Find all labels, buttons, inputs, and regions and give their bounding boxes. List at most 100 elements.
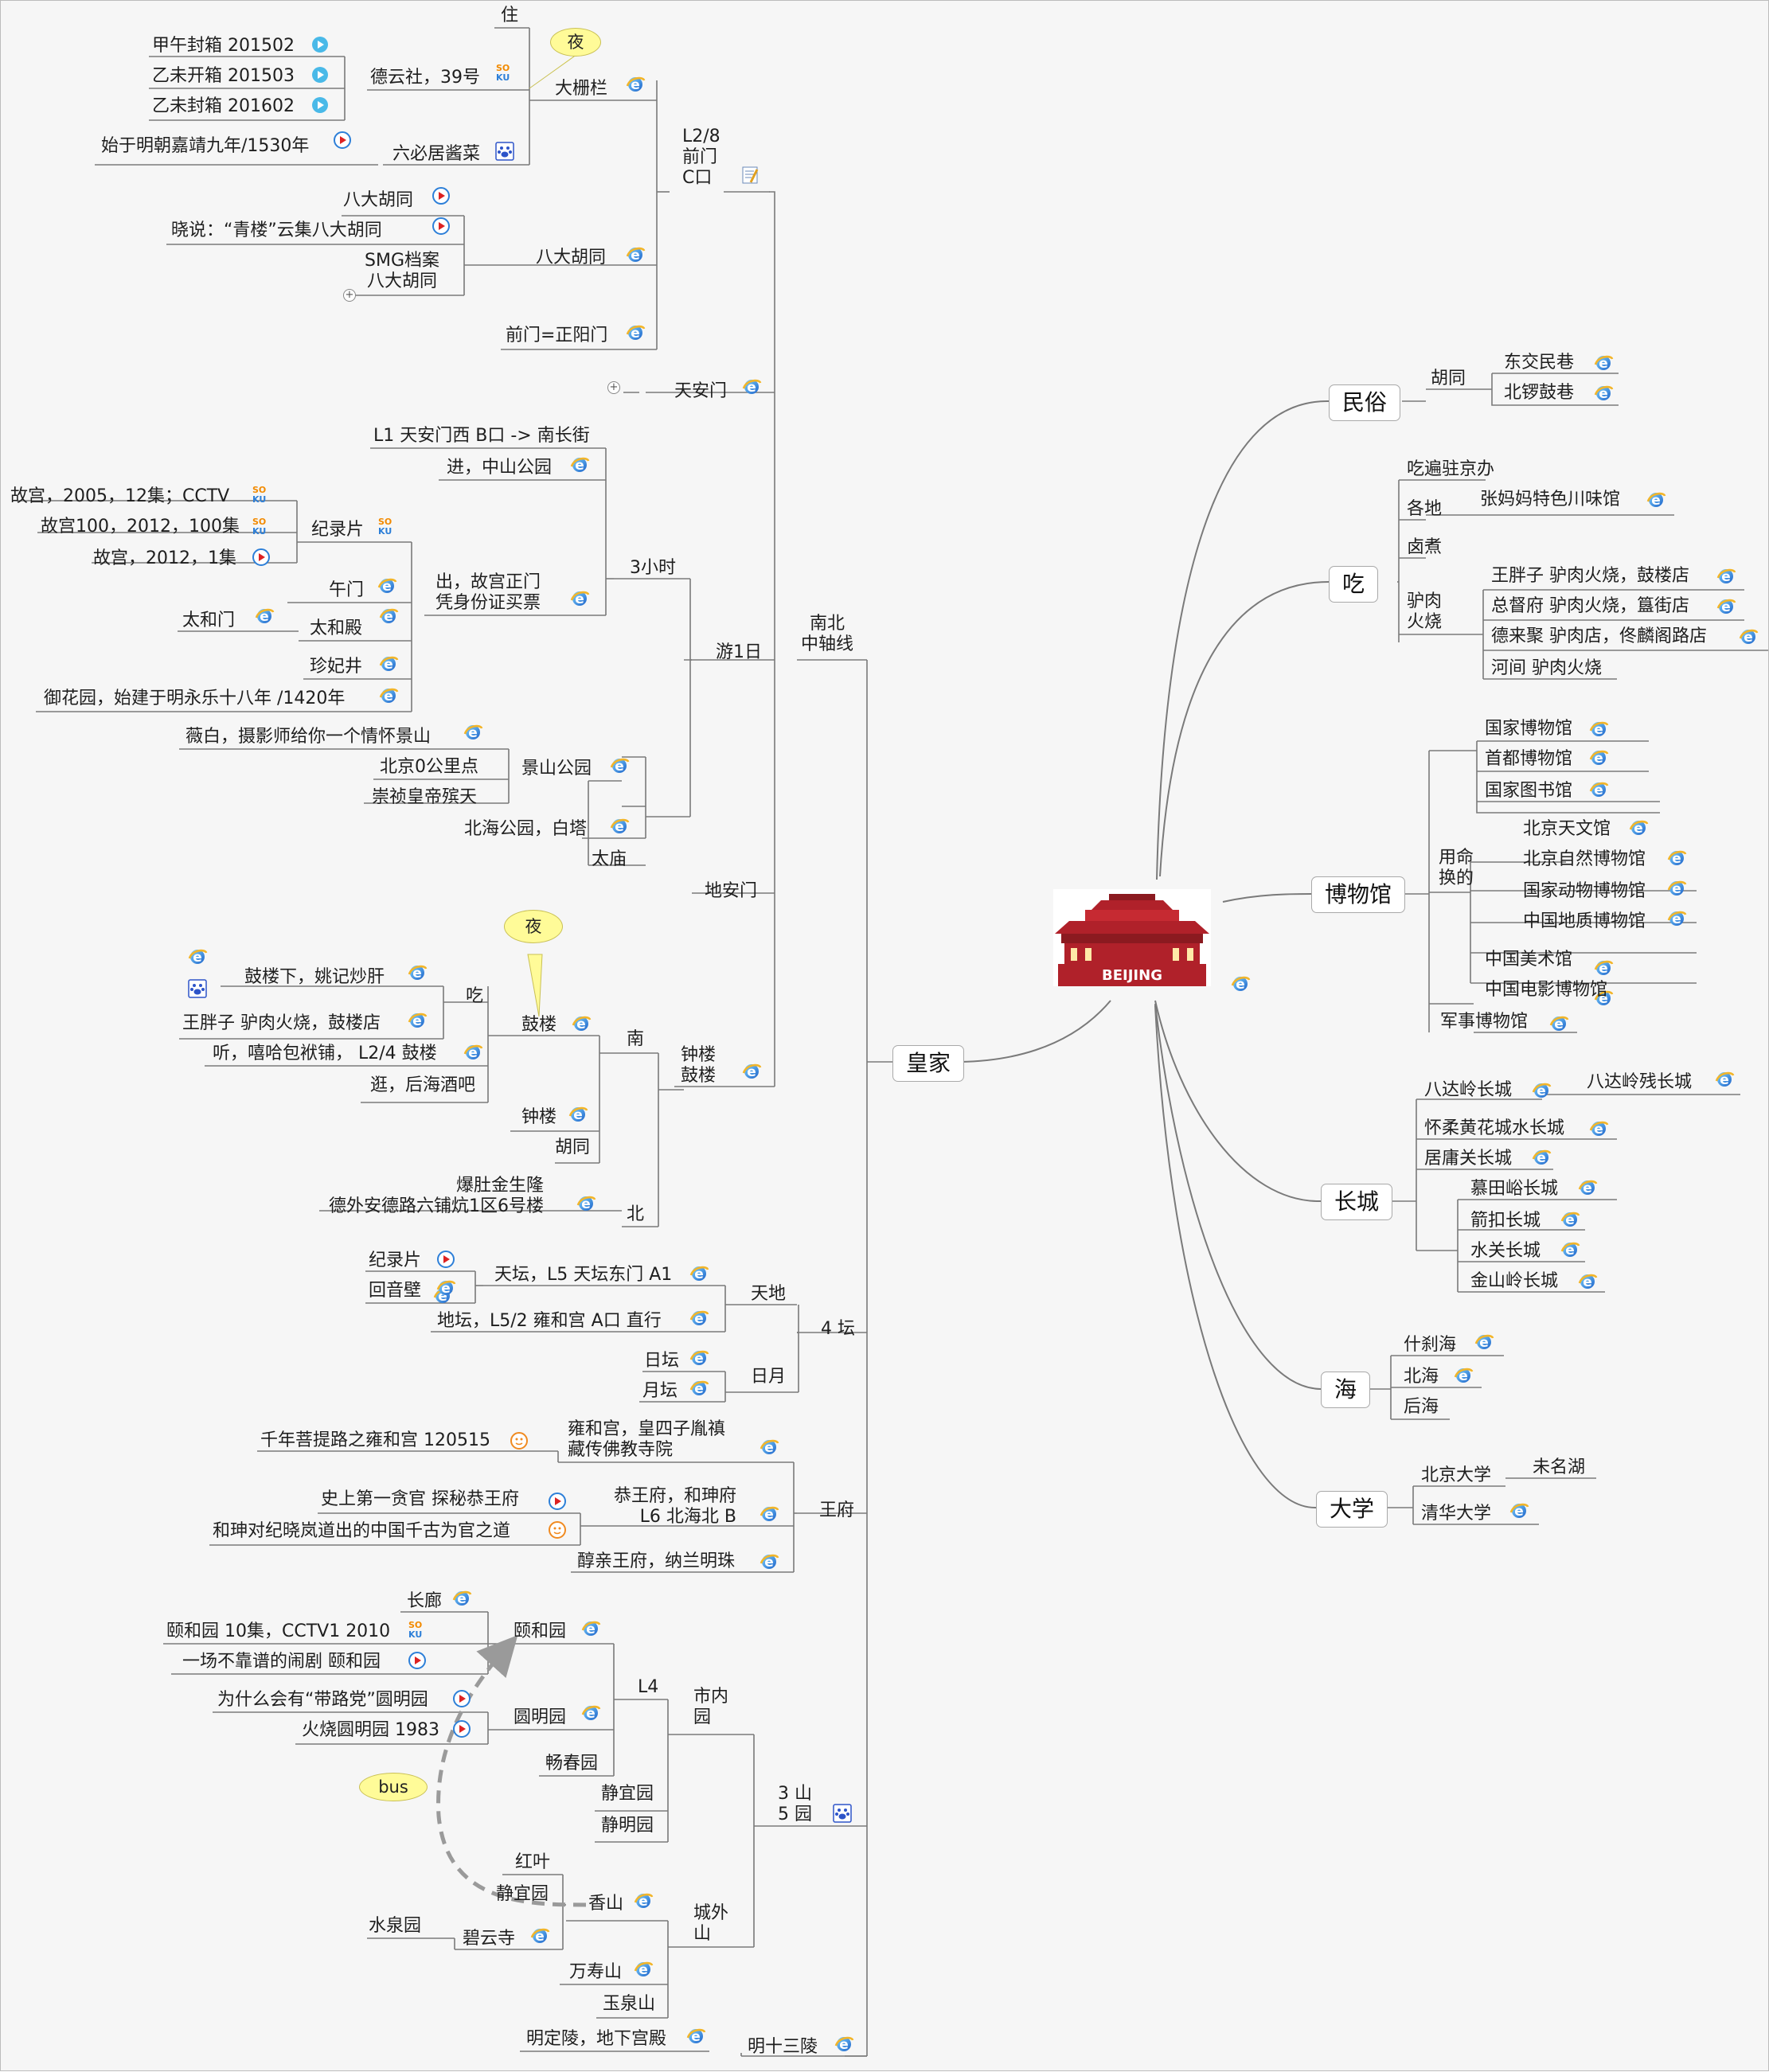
- node-jingyiyuan[interactable]: 静宜园: [601, 1784, 654, 1804]
- node-bei[interactable]: 北: [627, 1204, 645, 1224]
- node-deyunshe[interactable]: 德云社，39号: [370, 68, 480, 88]
- node-guojia-bwg[interactable]: 国家博物馆: [1485, 719, 1573, 739]
- branch-bowuguan[interactable]: 博物馆: [1311, 876, 1406, 913]
- node-dashilan[interactable]: 大栅栏: [555, 79, 608, 99]
- beijing-central-node[interactable]: BEIJING: [1053, 889, 1211, 986]
- node-chongzhen[interactable]: 崇祯皇帝殡天: [372, 787, 478, 807]
- node-shuiguan[interactable]: 水关长城: [1470, 1241, 1541, 1261]
- node-shoudu-bwg[interactable]: 首都博物馆: [1485, 749, 1573, 769]
- node-dianmen[interactable]: 地安门: [705, 881, 758, 901]
- node-l28[interactable]: L2/8 前门 C口: [682, 127, 720, 188]
- node-yiwei-feng[interactable]: 乙未封箱 201602: [152, 96, 295, 116]
- node-hongye[interactable]: 红叶: [515, 1852, 551, 1872]
- node-dongwu[interactable]: 国家动物博物馆: [1523, 881, 1646, 901]
- node-yichang[interactable]: 一场不靠谱的闹剧 颐和园: [182, 1652, 381, 1672]
- node-jingmingyuan[interactable]: 静明园: [601, 1816, 654, 1836]
- node-gugong2012[interactable]: 故宫，2012，1集: [93, 548, 236, 568]
- node-meishu[interactable]: 中国美术馆: [1485, 950, 1573, 970]
- node-l4[interactable]: L4: [638, 1677, 659, 1697]
- node-jin[interactable]: 进，中山公园: [447, 458, 553, 478]
- node-yiheyuan[interactable]: 颐和园: [514, 1621, 567, 1641]
- node-jiawu[interactable]: 甲午封箱 201502: [152, 36, 295, 56]
- node-badahutong[interactable]: 八大胡同: [536, 248, 607, 267]
- branch-chi[interactable]: 吃: [1329, 566, 1379, 603]
- node-jingyiyuan2[interactable]: 静宜园: [496, 1884, 549, 1904]
- branch-changcheng[interactable]: 长城: [1321, 1184, 1393, 1220]
- node-tanguan[interactable]: 史上第一贪官 探秘恭王府: [321, 1489, 519, 1509]
- node-changchunyuan[interactable]: 畅春园: [545, 1754, 599, 1773]
- node-wanshoushan[interactable]: 万寿山: [569, 1962, 623, 1982]
- node-yongminghuan[interactable]: 用命 换的: [1439, 848, 1474, 888]
- branch-minsu[interactable]: 民俗: [1329, 384, 1401, 421]
- node-yuetan[interactable]: 月坛: [642, 1381, 678, 1401]
- node-zhangmama[interactable]: 张妈妈特色川味馆: [1480, 490, 1621, 509]
- node-dailudang[interactable]: 为什么会有“带路党”圆明园: [217, 1690, 428, 1710]
- node-chunqin[interactable]: 醇亲王府，纳兰明珠: [577, 1551, 736, 1571]
- node-mutianyu[interactable]: 慕田峪长城: [1470, 1179, 1559, 1199]
- node-huairou[interactable]: 怀柔黄花城水长城: [1424, 1118, 1565, 1138]
- node-l1[interactable]: L1 天安门西 B口 -> 南长街: [373, 426, 590, 446]
- node-guojia-tsg[interactable]: 国家图书馆: [1485, 781, 1573, 801]
- node-yaoji[interactable]: 鼓楼下，姚记炒肝: [244, 967, 385, 987]
- node-gulou[interactable]: 鼓楼: [521, 1015, 557, 1035]
- node-badaling[interactable]: 八达岭长城: [1424, 1080, 1513, 1100]
- node-shuiquanyuan[interactable]: 水泉园: [369, 1916, 422, 1936]
- node-liubiju[interactable]: 六必居酱菜: [392, 144, 481, 164]
- node-lurou[interactable]: 驴肉 火烧: [1407, 591, 1443, 632]
- node-chi2[interactable]: 吃: [466, 986, 484, 1006]
- node-weiminghu[interactable]: 未名湖: [1533, 1457, 1586, 1477]
- node-wangfu[interactable]: 王府: [819, 1500, 855, 1520]
- node-sitan[interactable]: 4 坛: [821, 1319, 855, 1339]
- node-yhy10[interactable]: 颐和园 10集，CCTV1 2010: [166, 1621, 391, 1641]
- node-taihemen[interactable]: 太和门: [182, 611, 236, 630]
- node-dingling[interactable]: 明定陵，地下宫殿: [526, 2029, 667, 2049]
- node-baodu[interactable]: 爆肚金生隆 德外安德路六铺炕1区6号楼: [329, 1176, 544, 1216]
- node-yiri[interactable]: 游1日: [716, 642, 762, 662]
- node-beihai[interactable]: 北海: [1404, 1367, 1439, 1387]
- node-tiantan[interactable]: 天坛，L5 天坛东门 A1: [494, 1265, 673, 1285]
- node-houhai[interactable]: 后海: [1404, 1397, 1439, 1417]
- node-changlang[interactable]: 长廊: [407, 1591, 443, 1611]
- branch-huangjia[interactable]: 皇家: [892, 1045, 965, 1082]
- node-beida[interactable]: 北京大学: [1421, 1465, 1492, 1485]
- node-tiananmen[interactable]: 天安门: [674, 381, 728, 401]
- node-jinshanling[interactable]: 金山岭长城: [1470, 1271, 1559, 1291]
- node-junshi[interactable]: 军事博物馆: [1440, 1012, 1529, 1032]
- node-wumen[interactable]: 午门: [329, 580, 365, 600]
- node-smg[interactable]: SMG档案 八大胡同: [365, 251, 439, 291]
- node-wangpangzi[interactable]: 王胖子 驴肉火烧，鼓楼店: [1491, 566, 1689, 586]
- node-taihedian[interactable]: 太和殿: [310, 618, 363, 638]
- node-gugong1[interactable]: 故宫，2005，12集；CCTV: [10, 486, 230, 506]
- node-zhenfeijing[interactable]: 珍妃井: [310, 657, 363, 677]
- node-luzhu[interactable]: 卤煮: [1407, 537, 1443, 557]
- node-yiwei-kai[interactable]: 乙未开箱 201503: [152, 66, 295, 86]
- node-riyue[interactable]: 日月: [751, 1367, 787, 1387]
- node-zhonglou[interactable]: 钟楼: [521, 1107, 557, 1127]
- node-zongdufu[interactable]: 总督府 驴肉火烧，簋街店: [1491, 596, 1689, 616]
- node-jilupian[interactable]: 纪录片: [311, 520, 365, 540]
- node-ritan[interactable]: 日坛: [644, 1351, 680, 1371]
- node-yuquanshan[interactable]: 玉泉山: [603, 1994, 656, 2014]
- node-ling[interactable]: 北京0公里点: [380, 757, 478, 777]
- node-yonghegong[interactable]: 雍和宫，皇四子胤禛 藏传佛教寺院: [568, 1419, 726, 1460]
- node-beihaigy[interactable]: 北海公园，白塔: [464, 819, 588, 839]
- node-jingshan[interactable]: 景山公园: [521, 759, 592, 778]
- node-zhonggulou[interactable]: 钟楼 鼓楼: [681, 1045, 717, 1086]
- node-wangpangzi2[interactable]: 王胖子 驴肉火烧，鼓楼店: [182, 1013, 381, 1033]
- node-chibian[interactable]: 吃遍驻京办: [1407, 459, 1495, 479]
- branch-hai[interactable]: 海: [1321, 1372, 1371, 1408]
- node-zhu[interactable]: 住: [501, 6, 519, 25]
- node-biyunsi[interactable]: 碧云寺: [463, 1929, 516, 1949]
- node-heshen[interactable]: 和珅对纪晓岚道出的中国千古为官之道: [213, 1521, 511, 1541]
- node-gugong100[interactable]: 故宫100，2012，100集: [41, 517, 240, 537]
- node-dongjiaominxiang[interactable]: 东交民巷: [1504, 353, 1575, 373]
- expand-icon[interactable]: +: [343, 289, 356, 302]
- node-hutong[interactable]: 胡同: [1431, 369, 1466, 388]
- node-ditan[interactable]: 地坛，L5/2 雍和宫 A口 直行: [437, 1311, 662, 1331]
- node-qianmen[interactable]: 前门=正阳门: [506, 326, 608, 345]
- node-chengwai[interactable]: 城外 山: [693, 1903, 729, 1944]
- node-tianwenguan[interactable]: 北京天文馆: [1523, 819, 1611, 839]
- node-huoshao[interactable]: 火烧圆明园 1983: [302, 1720, 439, 1740]
- node-gongwangfu[interactable]: 恭王府，和珅府 L6 北海北 B: [614, 1486, 737, 1527]
- node-sanshan[interactable]: 3 山 5 园: [778, 1784, 812, 1824]
